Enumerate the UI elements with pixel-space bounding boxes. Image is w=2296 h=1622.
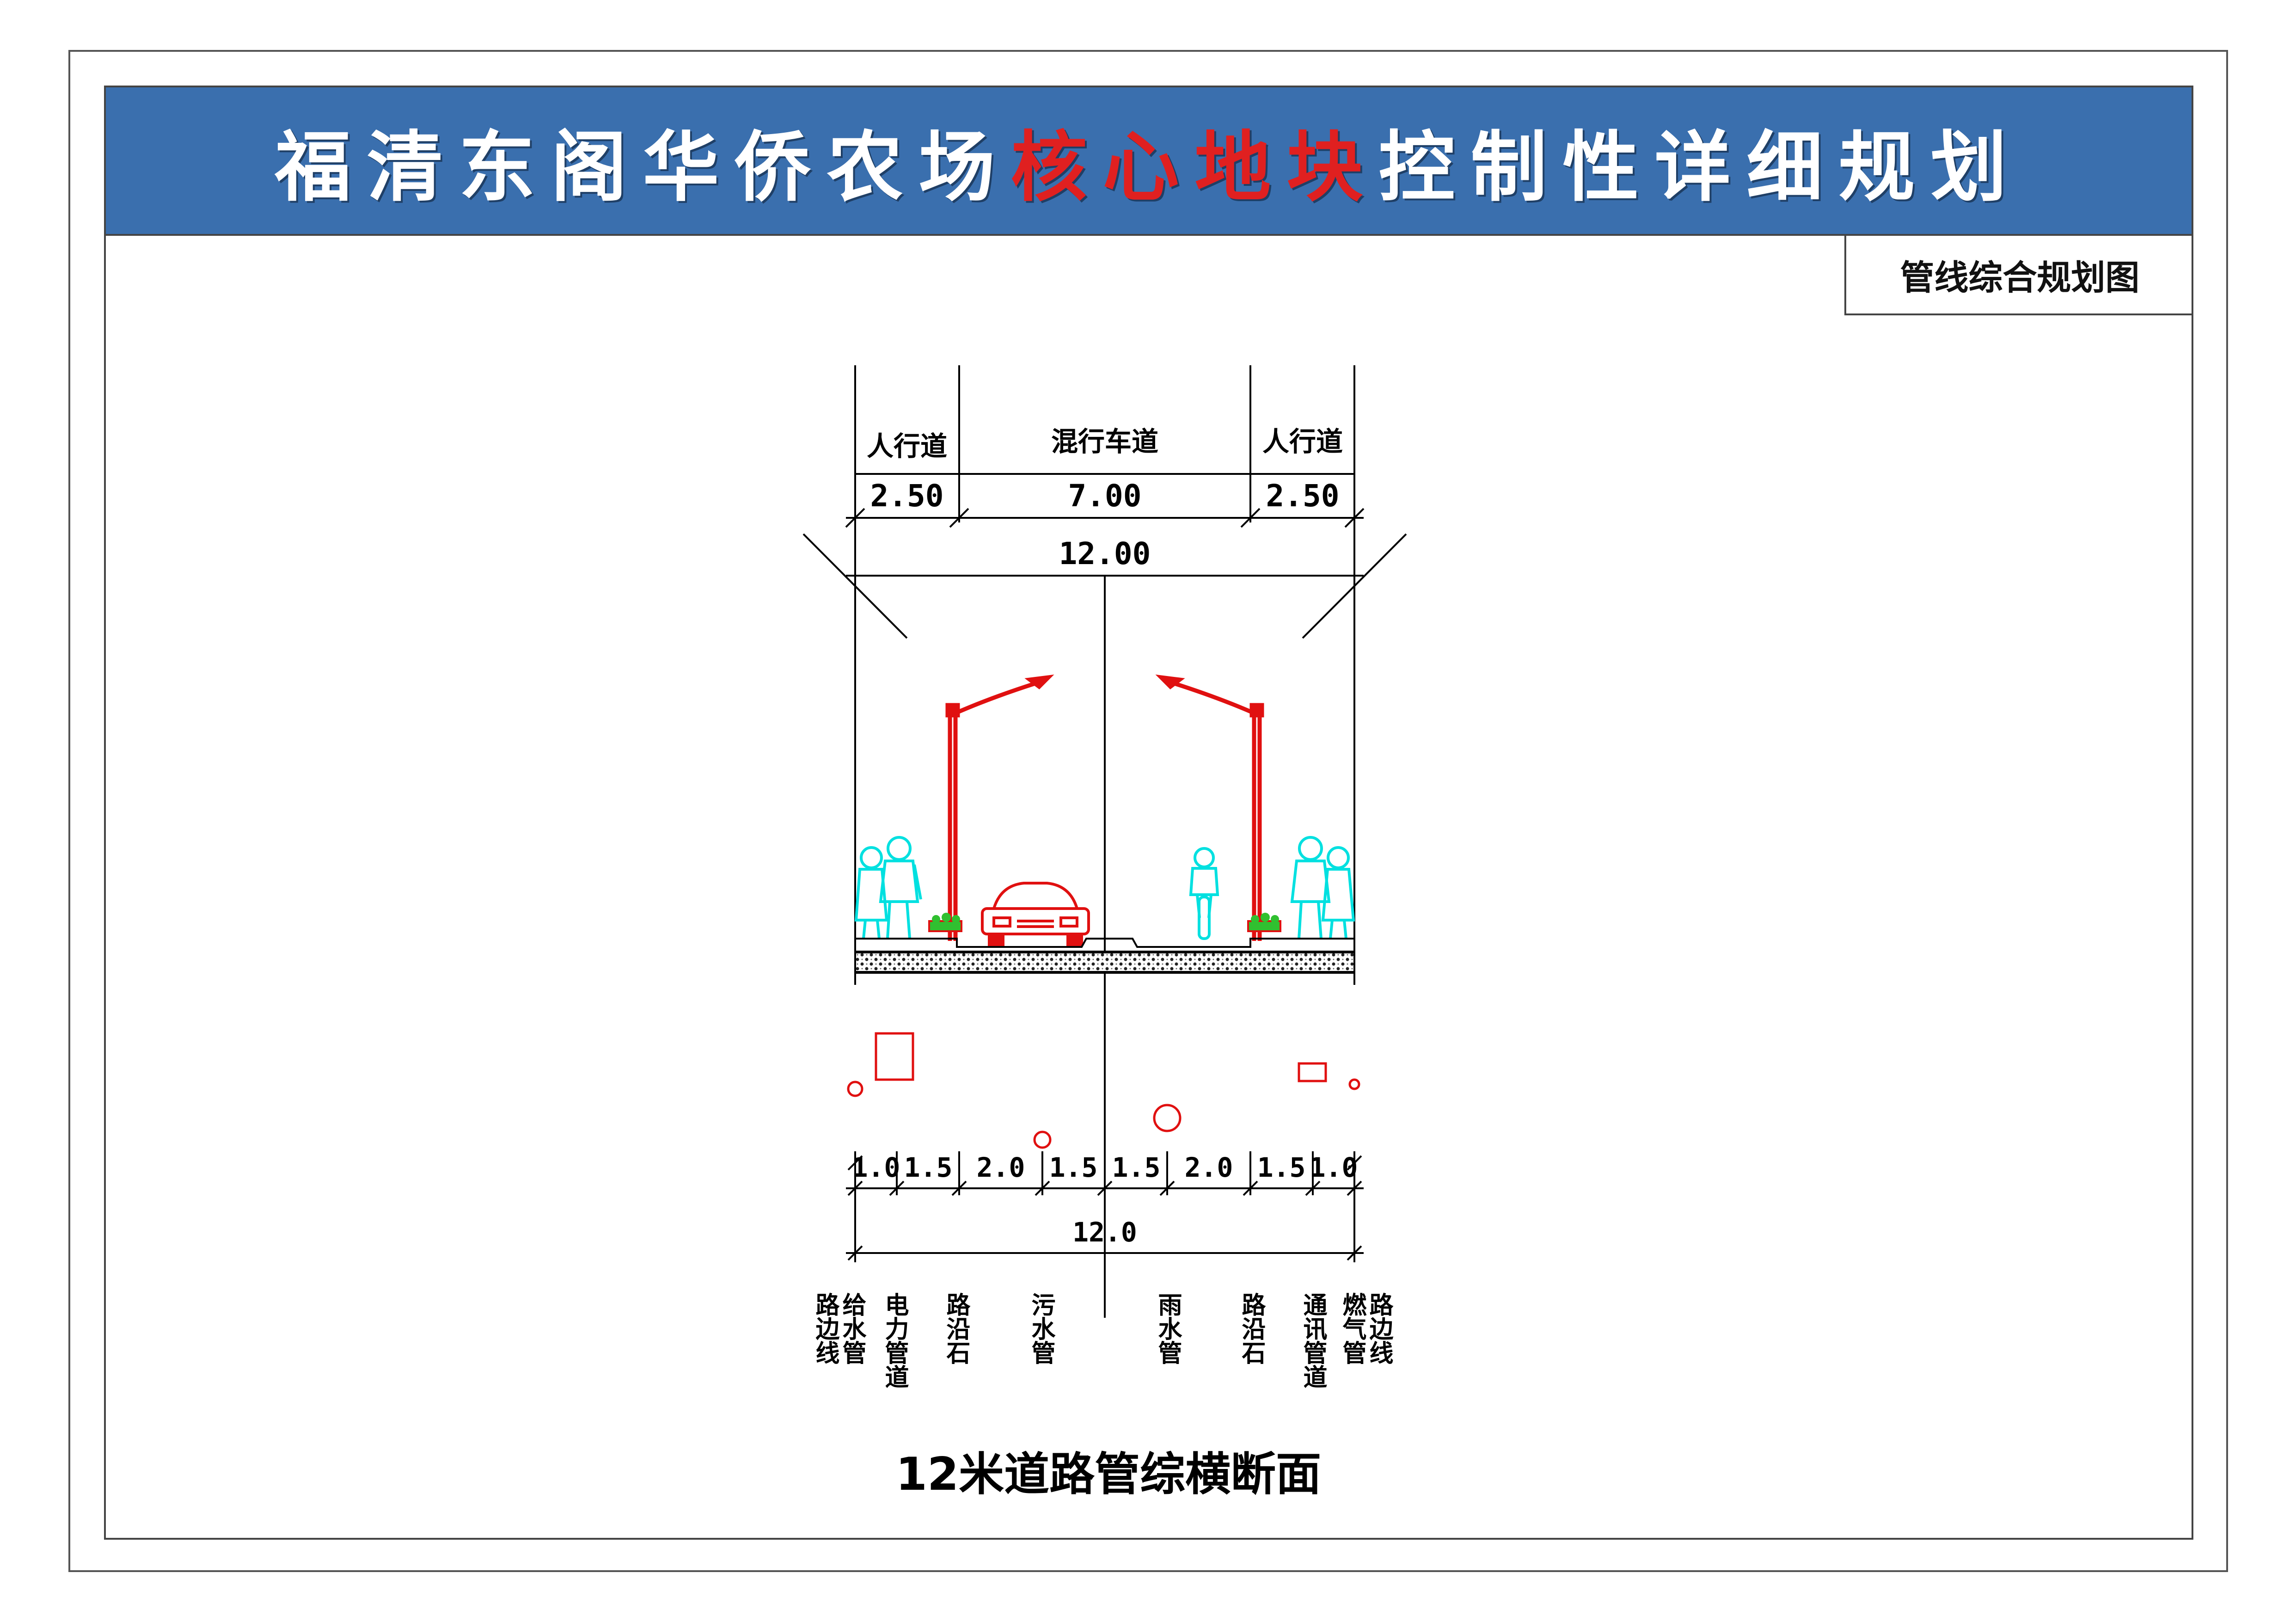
segment-value: 1.5 xyxy=(904,1152,953,1183)
pipe-label: 路沿石 xyxy=(942,1292,970,1364)
lane-width: 7.00 xyxy=(1068,478,1142,514)
street-lamp-right xyxy=(1155,674,1264,941)
pedestrian-figures-left xyxy=(854,836,922,939)
lane-width: 2.50 xyxy=(870,478,944,514)
pipe-label: 燃气管 xyxy=(1338,1292,1366,1364)
gas-pipe xyxy=(1348,1078,1360,1090)
title-part1: 福清东阁华侨农场 xyxy=(275,122,1011,212)
sewage-pipe xyxy=(1033,1130,1052,1149)
pipe-symbols xyxy=(847,1032,1360,1149)
water-supply-pipe xyxy=(847,1081,863,1097)
segment-value: 2.0 xyxy=(977,1152,1025,1183)
title-part2: 控制性详细规划 xyxy=(1378,122,2023,212)
pipe-dimension-ticks xyxy=(847,1155,1362,1261)
segment-value: 1.5 xyxy=(1257,1152,1306,1183)
segment-value: 1.5 xyxy=(1049,1152,1098,1183)
telecom-duct xyxy=(1298,1062,1327,1082)
lane-label: 人行道 xyxy=(1262,426,1343,457)
pipe-label: 路沿石 xyxy=(1237,1292,1266,1364)
lane-label: 混行车道 xyxy=(1051,426,1158,457)
storm-pipe xyxy=(1153,1104,1182,1132)
planter-right xyxy=(1247,913,1281,932)
section-caption: 12米道路管综横断面 xyxy=(896,1448,1321,1501)
lane-widths: 2.50 7.00 2.50 12.00 xyxy=(870,478,1340,571)
car-figure xyxy=(981,882,1090,946)
segment-value: 1.0 xyxy=(1310,1152,1358,1183)
dimension-ticks xyxy=(802,508,1407,639)
pipe-segment-values: 1.0 1.5 2.0 1.5 1.5 2.0 1.5 1.0 12.0 xyxy=(852,1152,1358,1248)
sheet-name: 管线综合规划图 xyxy=(1900,258,2140,298)
section-dimension-frame xyxy=(846,365,1364,1318)
street-lamp-left xyxy=(945,674,1054,941)
power-duct xyxy=(875,1032,914,1081)
lane-labels: 人行道 混行车道 人行道 xyxy=(867,426,1343,462)
pipe-label: 给水管 xyxy=(838,1292,866,1364)
segment-value: 1.0 xyxy=(852,1152,900,1183)
pipe-labels: 路边线 给水管 电力管道 路沿石 污水管 雨水管 路沿石 通讯管道 燃气管 路边… xyxy=(811,1292,1393,1389)
segment-value: 2.0 xyxy=(1185,1152,1233,1183)
total-width: 12.00 xyxy=(1059,536,1151,571)
pipe-label: 通讯管道 xyxy=(1299,1292,1327,1389)
planter-left xyxy=(928,913,962,932)
title-banner: 福清东阁华侨农场核心地块控制性详细规划 xyxy=(104,86,2193,236)
lane-width: 2.50 xyxy=(1266,478,1340,514)
title-highlight: 核心地块 xyxy=(1010,122,1379,212)
segment-value: 1.5 xyxy=(1112,1152,1161,1183)
pipe-label: 污水管 xyxy=(1027,1292,1055,1364)
outer-frame xyxy=(68,50,2228,1572)
page-title: 福清东阁华侨农场核心地块控制性详细规划 xyxy=(275,105,2023,216)
sheet-name-box: 管线综合规划图 xyxy=(1844,236,2193,315)
pipe-label: 电力管道 xyxy=(881,1292,909,1389)
road-surface xyxy=(854,938,1355,974)
cyclist-figure xyxy=(1189,847,1219,940)
pipe-label: 雨水管 xyxy=(1154,1292,1182,1364)
pedestrian-figures-right xyxy=(1290,836,1355,939)
pipe-total-value: 12.0 xyxy=(1072,1216,1137,1248)
pipe-label: 路边线 xyxy=(1365,1292,1393,1364)
pipe-label: 路边线 xyxy=(811,1292,839,1364)
lane-label: 人行道 xyxy=(867,430,947,462)
